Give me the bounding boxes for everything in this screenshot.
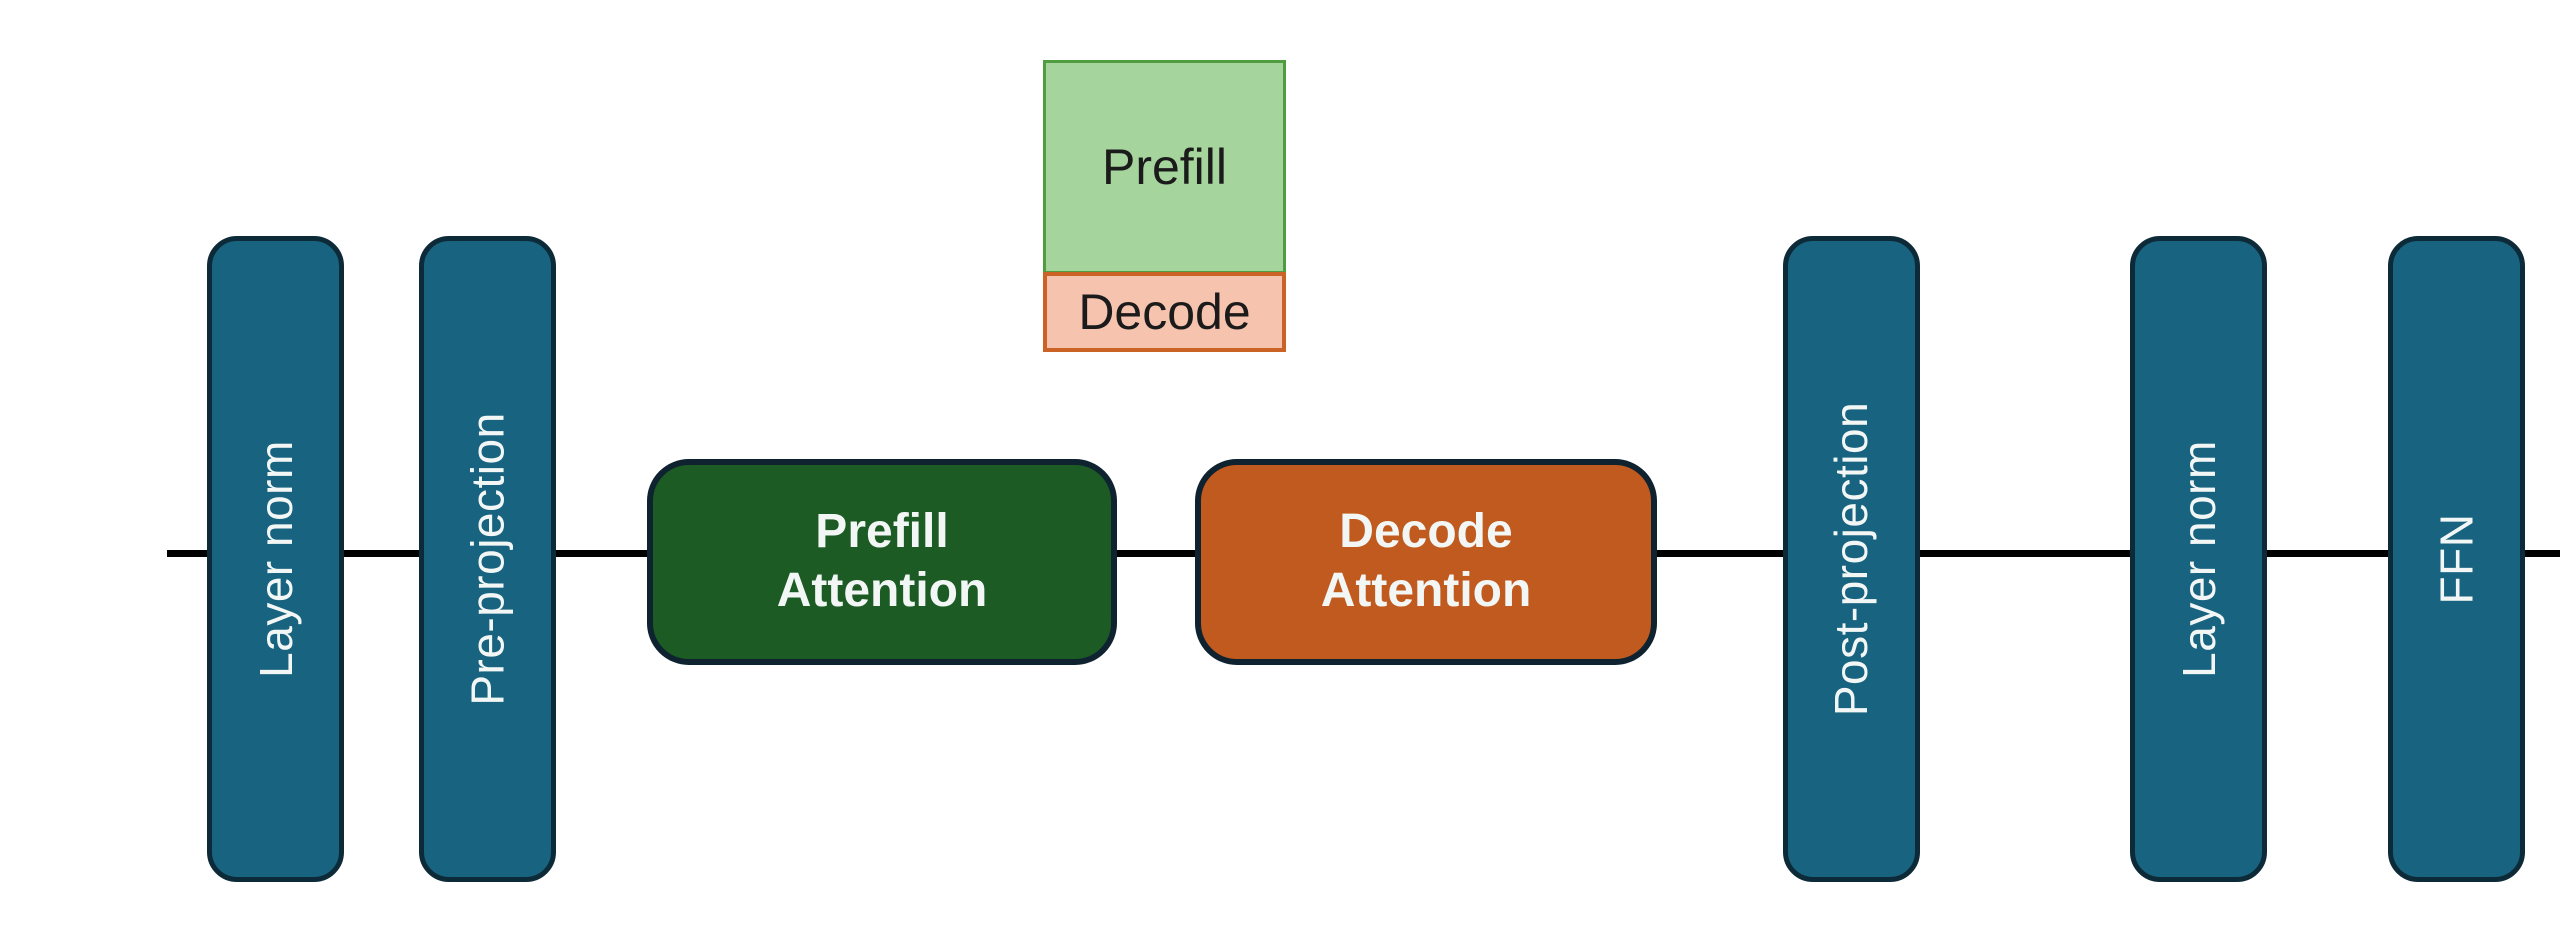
legend-decode-swatch: Decode	[1043, 272, 1286, 352]
legend: Prefill Decode	[1043, 60, 1286, 352]
legend-prefill-swatch: Prefill	[1043, 60, 1286, 274]
pillar-post-projection: Post-projection	[1783, 236, 1920, 882]
pillar-label: Post-projection	[1825, 401, 1878, 717]
pillar-label: Layer norm	[2172, 440, 2225, 678]
pillar-layer-norm-pre: Layer norm	[207, 236, 344, 882]
pillar-label: Layer norm	[249, 440, 302, 678]
prefill-attention-block: Prefill Attention	[647, 459, 1117, 665]
pillar-label: Pre-projection	[461, 412, 514, 706]
pillar-pre-projection: Pre-projection	[419, 236, 556, 882]
legend-prefill-label: Prefill	[1101, 139, 1228, 195]
legend-decode-label: Decode	[1078, 284, 1251, 340]
decode-attention-block: Decode Attention	[1195, 459, 1657, 665]
pillar-label: FFN	[2430, 513, 2483, 605]
prefill-attention-label: Prefill Attention	[776, 505, 988, 617]
pillar-layer-norm-post: Layer norm	[2130, 236, 2267, 882]
decode-attention-label: Decode Attention	[1320, 505, 1532, 617]
pillar-ffn: FFN	[2388, 236, 2525, 882]
